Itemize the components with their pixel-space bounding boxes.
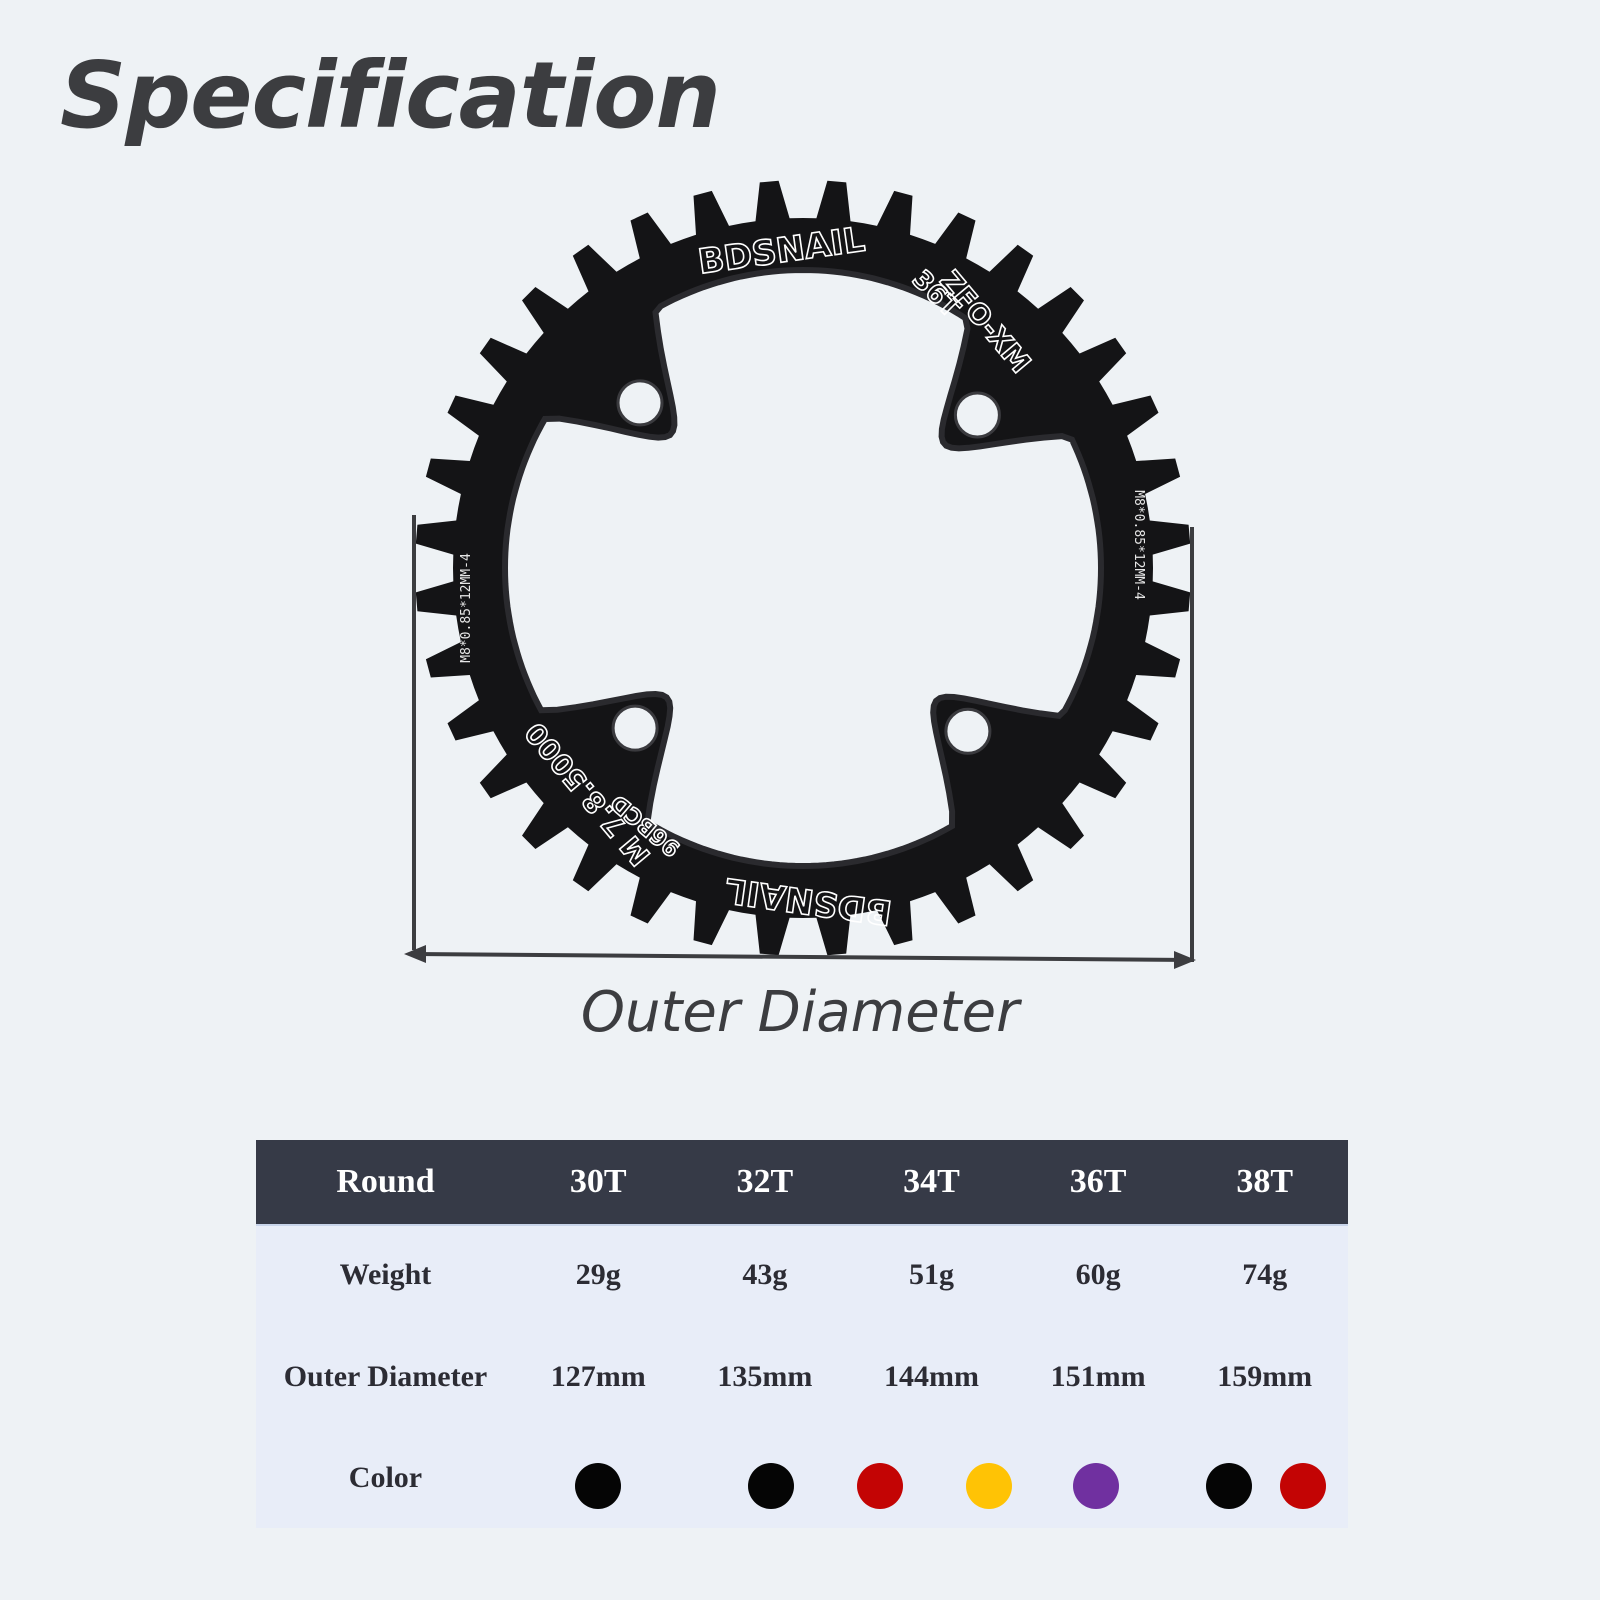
header-30t: 30T: [569, 1163, 627, 1200]
table-row-color: Color: [256, 1428, 1348, 1528]
arrowhead-left: [404, 945, 426, 963]
row-label-weight: Weight: [339, 1258, 432, 1291]
bolt-spec-right: M8*0.85*12MM-4: [1131, 490, 1146, 600]
header-round: Round: [336, 1163, 435, 1200]
bolt-hole: [611, 704, 659, 752]
chainring-center-cutout: [501, 266, 1105, 870]
weight-34t: 51g: [908, 1258, 954, 1291]
outer-diameter-label: Outer Diameter: [580, 980, 1020, 1045]
bolt-hole: [616, 379, 664, 427]
weight-36t: 60g: [1075, 1258, 1121, 1291]
diameter-38t: 159mm: [1217, 1360, 1313, 1393]
color-swatch: [575, 1463, 621, 1509]
color-swatch: [1206, 1463, 1252, 1509]
bolt-spec-left: M8*0.85*12MM-4: [459, 553, 474, 663]
diameter-34t: 144mm: [883, 1360, 979, 1393]
page-title: Specification: [60, 42, 721, 149]
table-header-row: Round 30T 32T 34T 36T 38T: [256, 1140, 1348, 1224]
row-label-outer-diameter: Outer Diameter: [283, 1360, 488, 1393]
weight-38t: 74g: [1242, 1258, 1288, 1291]
weight-30t: 29g: [575, 1258, 621, 1291]
color-swatch: [966, 1463, 1012, 1509]
color-swatch: [748, 1463, 794, 1509]
header-36t: 36T: [1069, 1163, 1127, 1200]
header-38t: 38T: [1236, 1163, 1294, 1200]
color-swatch: [1073, 1463, 1119, 1509]
spec-table: Round 30T 32T 34T 36T 38T Weight 29g 43g…: [256, 1140, 1348, 1528]
arrowhead-right: [1174, 951, 1196, 969]
bolt-hole: [953, 391, 1001, 439]
color-swatch: [857, 1463, 903, 1509]
row-label-color: Color: [348, 1461, 423, 1494]
diameter-30t: 127mm: [550, 1360, 646, 1393]
bolt-hole: [944, 707, 992, 755]
header-32t: 32T: [736, 1163, 794, 1200]
table-row-weight: Weight 29g 43g 51g 60g 74g: [256, 1224, 1348, 1326]
diameter-36t: 151mm: [1050, 1360, 1146, 1393]
color-swatch: [1280, 1463, 1326, 1509]
header-34t: 34T: [903, 1163, 960, 1200]
diameter-32t: 135mm: [717, 1360, 813, 1393]
table-row-outer-diameter: Outer Diameter 127mm 135mm 144mm 151mm 1…: [256, 1326, 1348, 1428]
weight-32t: 43g: [742, 1258, 788, 1291]
dimension-arrow-line: [413, 952, 1193, 962]
table-header-divider: [256, 1224, 1348, 1226]
